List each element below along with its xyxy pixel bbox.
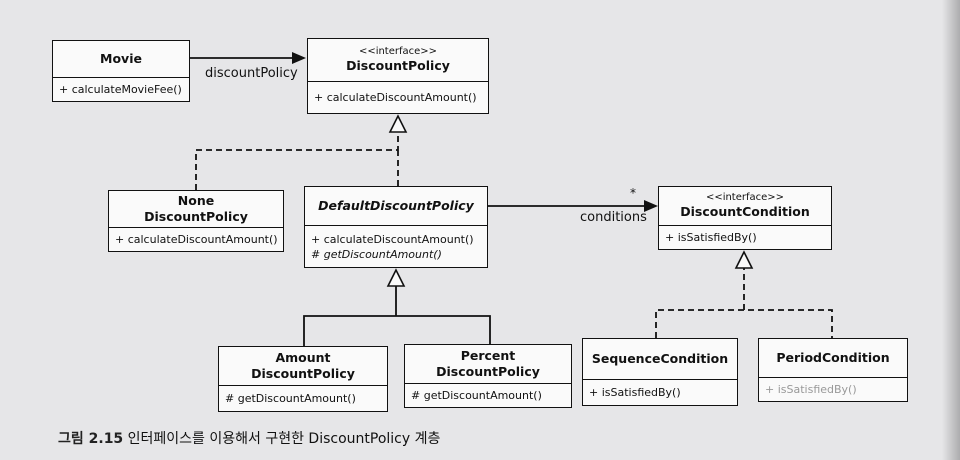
figure-caption: 그림 2.15 인터페이스를 이용해서 구현한 DiscountPolicy 계… [58,428,440,448]
operation: + calculateDiscountAmount() [311,232,474,246]
conditions-role-label: conditions [580,210,647,225]
stereotype: <<interface>> [705,192,785,203]
operation: + calculateDiscountAmount() [115,233,278,246]
conditions-multiplicity: * [630,186,636,200]
operations: + calculateDiscountAmount() # getDiscoun… [305,226,487,267]
operation: # getDiscountAmount() [311,247,442,261]
operation: # getDiscountAmount() [225,392,356,405]
discount-policy-role-label: discountPolicy [205,66,298,81]
class-name: PeriodCondition [776,350,890,365]
realization-triangle [388,114,408,133]
operations: # getDiscountAmount() [219,386,387,411]
association-arrowhead [292,52,306,64]
class-name-line2: DiscountPolicy [436,364,540,379]
operation: + isSatisfiedBy() [589,386,681,399]
percent-discount-policy-class: Percent DiscountPolicy # getDiscountAmou… [404,344,572,408]
class-header: PeriodCondition [759,339,907,378]
class-header: DefaultDiscountPolicy [305,187,487,226]
sequence-condition-class: SequenceCondition + isSatisfiedBy() [582,338,738,406]
operation: + isSatisfiedBy() [665,231,757,244]
operation: + calculateDiscountAmount() [314,91,477,104]
operation: + isSatisfiedBy() [765,383,857,396]
operations: + isSatisfiedBy() [583,380,737,405]
class-header: None DiscountPolicy [109,191,283,228]
class-name: DiscountPolicy [346,58,450,73]
association-arrowhead [644,200,658,212]
class-name: Movie [100,51,142,66]
class-name: SequenceCondition [591,351,729,366]
operation: + calculateMovieFee() [59,83,182,96]
class-header: <<interface>> DiscountCondition [659,187,831,226]
class-name-line1: Amount [275,350,331,365]
class-header: Amount DiscountPolicy [219,347,387,386]
discount-condition-interface: <<interface>> DiscountCondition + isSati… [658,186,832,250]
class-header: SequenceCondition [583,339,737,380]
operations: + calculateMovieFee() [53,78,189,101]
operations: # getDiscountAmount() [405,384,571,407]
class-header: Percent DiscountPolicy [405,345,571,384]
figure-caption-text: 인터페이스를 이용해서 구현한 DiscountPolicy 계층 [127,431,441,447]
operations: + calculateDiscountAmount() [109,228,283,251]
class-name-line1: None [177,193,215,208]
figure-number: 그림 2.15 [58,431,124,447]
class-header: Movie [53,41,189,78]
realization-to-discountpolicy [195,134,399,190]
generalization-to-default [303,286,491,346]
class-name-line2: DiscountPolicy [251,366,355,381]
operations: + calculateDiscountAmount() [308,82,488,113]
movie-class: Movie + calculateMovieFee() [52,40,190,102]
generalization-triangle [386,268,406,287]
operation: # getDiscountAmount() [411,389,542,402]
realization-triangle [734,250,754,269]
amount-discount-policy-class: Amount DiscountPolicy # getDiscountAmoun… [218,346,388,412]
class-name-line2: DiscountPolicy [144,209,248,224]
realization-to-discountcondition [655,268,833,338]
class-header: <<interface>> DiscountPolicy [308,39,488,82]
operations: + isSatisfiedBy() [759,378,907,401]
class-name: DiscountCondition [680,204,810,219]
class-name-line1: Percent [460,348,516,363]
discount-policy-interface: <<interface>> DiscountPolicy + calculate… [307,38,489,114]
page-edge-shadow [942,0,960,460]
period-condition-class: PeriodCondition + isSatisfiedBy() [758,338,908,402]
operations: + isSatisfiedBy() [659,226,831,249]
class-name: DefaultDiscountPolicy [318,198,474,213]
stereotype: <<interface>> [358,46,438,57]
default-discount-policy-class: DefaultDiscountPolicy + calculateDiscoun… [304,186,488,268]
none-discount-policy-class: None DiscountPolicy + calculateDiscountA… [108,190,284,252]
